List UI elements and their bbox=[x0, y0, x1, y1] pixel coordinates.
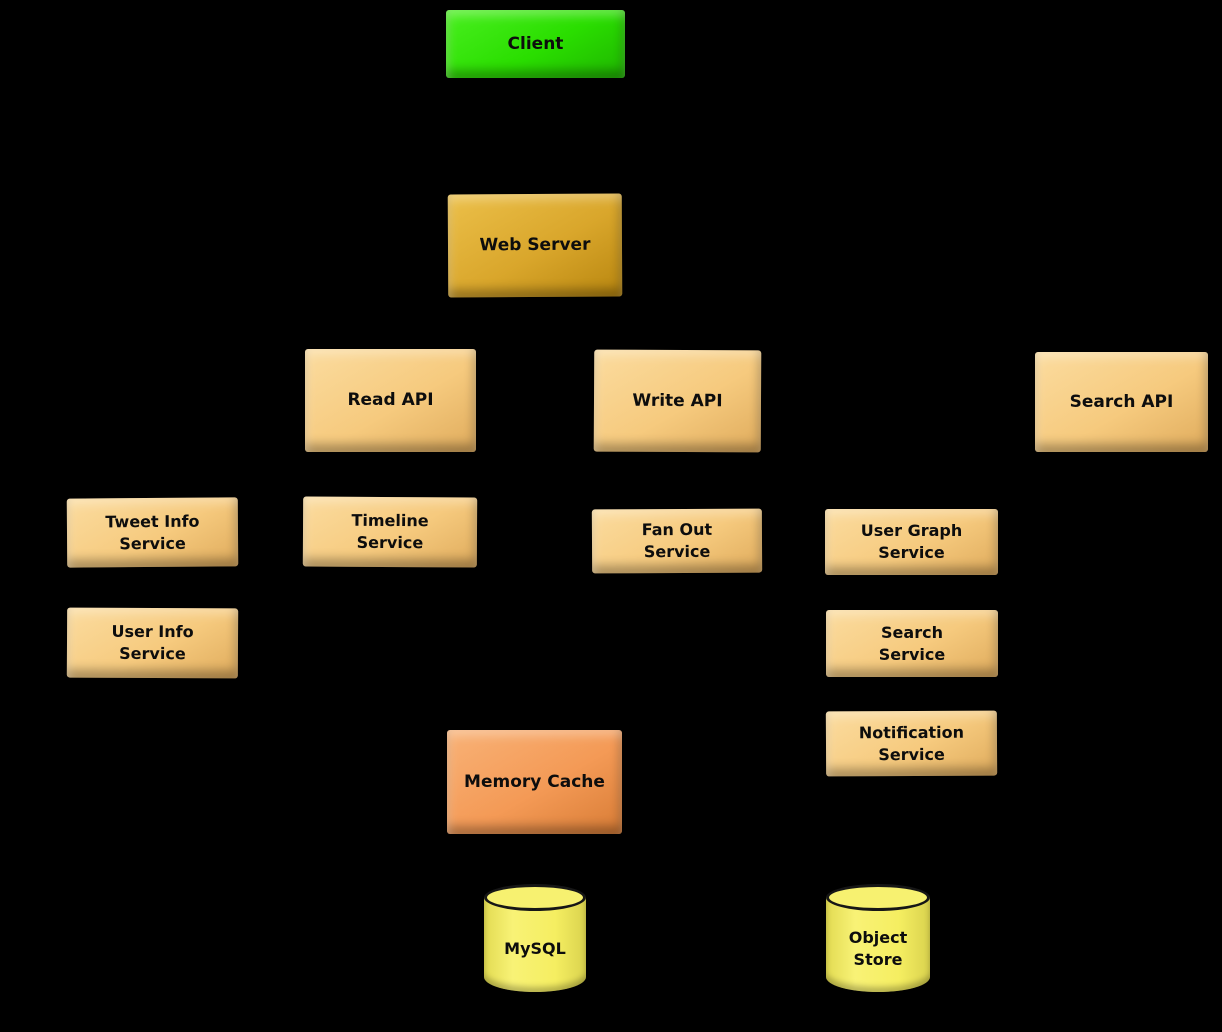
node-memory-cache: Memory Cache bbox=[447, 730, 622, 834]
node-web-server: Web Server bbox=[447, 193, 623, 298]
node-fan-out-service: Fan Out Service bbox=[591, 508, 763, 574]
node-mysql-database: MySQL bbox=[484, 884, 586, 992]
node-write-api: Write API bbox=[593, 349, 762, 453]
node-notification-service: Notification Service bbox=[825, 710, 998, 777]
node-label: MySQL bbox=[504, 938, 566, 958]
node-read-api: Read API bbox=[305, 349, 476, 452]
node-tweet-info-service: Tweet Info Service bbox=[66, 497, 239, 568]
node-search-service: Search Service bbox=[826, 610, 998, 677]
cylinder-top-ellipse bbox=[484, 884, 586, 911]
node-user-graph-service: User Graph Service bbox=[825, 509, 998, 575]
node-label: Object Store bbox=[848, 927, 908, 969]
node-search-api: Search API bbox=[1035, 352, 1208, 452]
cylinder-body bbox=[484, 897, 586, 992]
node-object-store-database: Object Store bbox=[826, 884, 930, 992]
cylinder-top-ellipse bbox=[826, 884, 930, 911]
cylinder-body bbox=[826, 897, 930, 992]
node-client: Client bbox=[446, 10, 625, 78]
node-timeline-service: Timeline Service bbox=[302, 496, 478, 568]
node-user-info-service: User Info Service bbox=[66, 607, 239, 679]
